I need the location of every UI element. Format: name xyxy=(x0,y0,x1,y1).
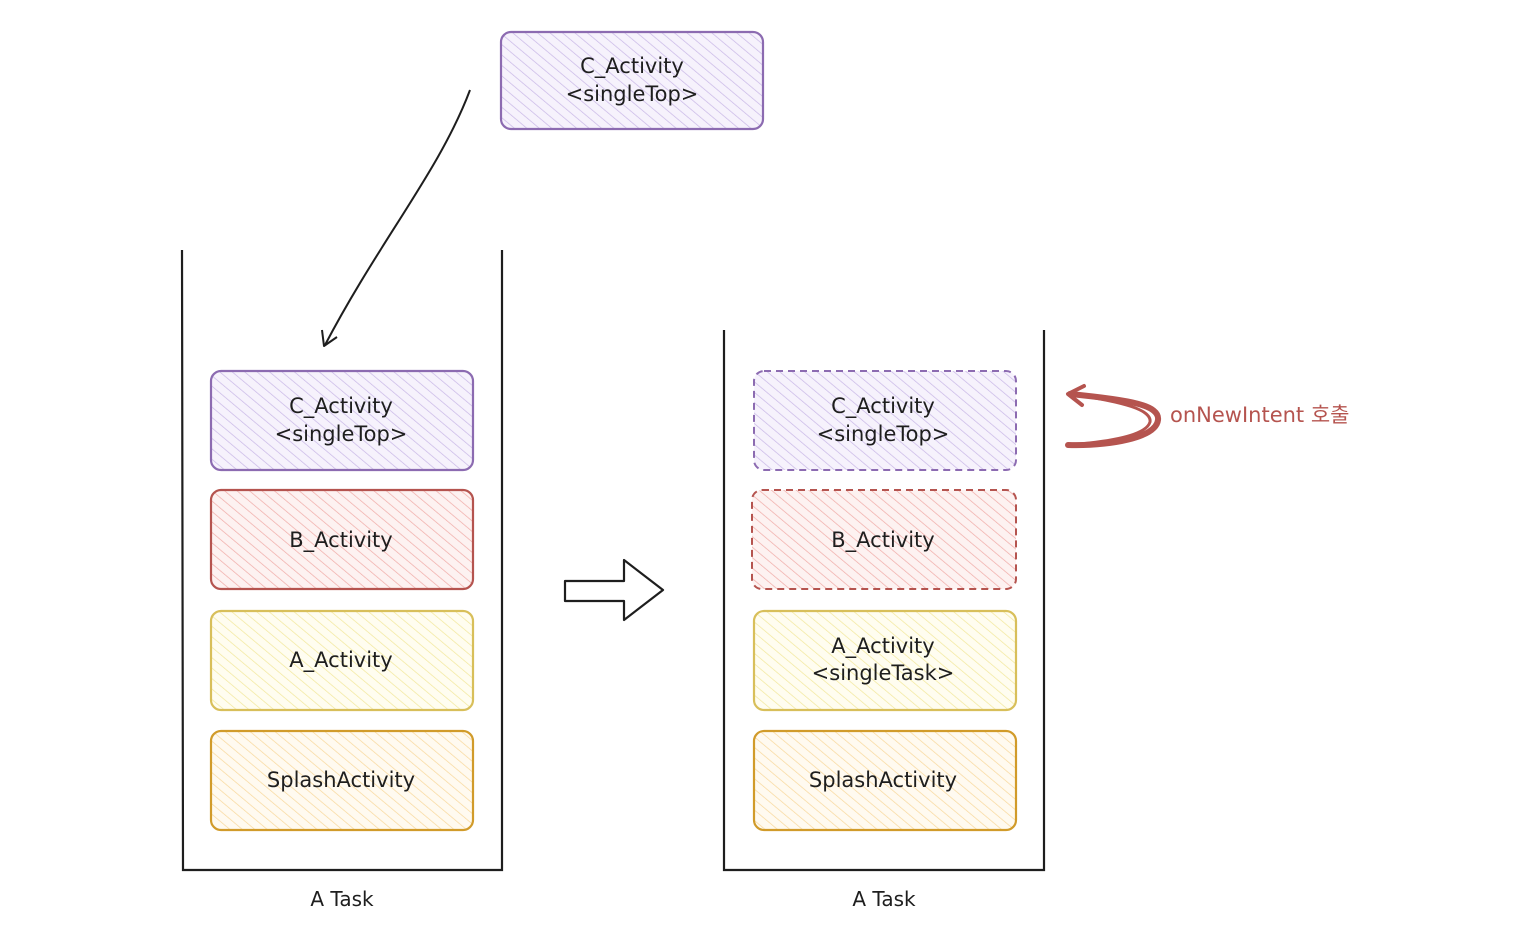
right-a-activity-name: A_Activity xyxy=(831,634,934,659)
left-c-activity-mode: <singleTop> xyxy=(275,422,408,446)
left-a-activity-box: A_Activity xyxy=(209,609,475,712)
right-task-label: A Task xyxy=(852,887,916,911)
transition-arrow xyxy=(563,558,665,622)
right-splash-activity-box: SplashActivity xyxy=(752,729,1018,832)
right-task-stack: C_Activity <singleTop> B_Activity A_Acti… xyxy=(722,330,1046,911)
incoming-c-activity-name: C_Activity xyxy=(580,54,684,79)
right-c-activity-box: C_Activity <singleTop> xyxy=(753,370,1017,471)
left-splash-activity-name: SplashActivity xyxy=(267,768,415,792)
incoming-c-activity-box: C_Activity <singleTop> xyxy=(499,30,765,131)
right-b-activity-name: B_Activity xyxy=(831,528,934,553)
on-new-intent-annotation: onNewIntent 호출 xyxy=(1065,384,1349,449)
left-b-activity-name: B_Activity xyxy=(289,528,392,553)
left-c-activity-name: C_Activity xyxy=(289,394,393,419)
left-splash-activity-box: SplashActivity xyxy=(209,729,475,832)
left-task-stack: C_Activity <singleTop> B_Activity A_Acti… xyxy=(180,249,504,911)
right-c-activity-mode: <singleTop> xyxy=(817,422,950,446)
left-b-activity-box: B_Activity xyxy=(209,488,475,591)
left-task-label: A Task xyxy=(310,887,374,911)
right-a-activity-mode: <singleTask> xyxy=(812,661,955,685)
right-a-activity-box: A_Activity <singleTask> xyxy=(752,609,1018,712)
on-new-intent-label: onNewIntent 호출 xyxy=(1170,403,1349,427)
incoming-c-activity-mode: <singleTop> xyxy=(566,82,699,106)
right-splash-activity-name: SplashActivity xyxy=(809,768,957,792)
push-arrow xyxy=(321,89,471,347)
right-c-activity-name: C_Activity xyxy=(831,394,935,419)
left-a-activity-name: A_Activity xyxy=(289,648,392,673)
left-c-activity-box: C_Activity <singleTop> xyxy=(209,369,475,472)
right-b-activity-box: B_Activity xyxy=(751,489,1017,590)
